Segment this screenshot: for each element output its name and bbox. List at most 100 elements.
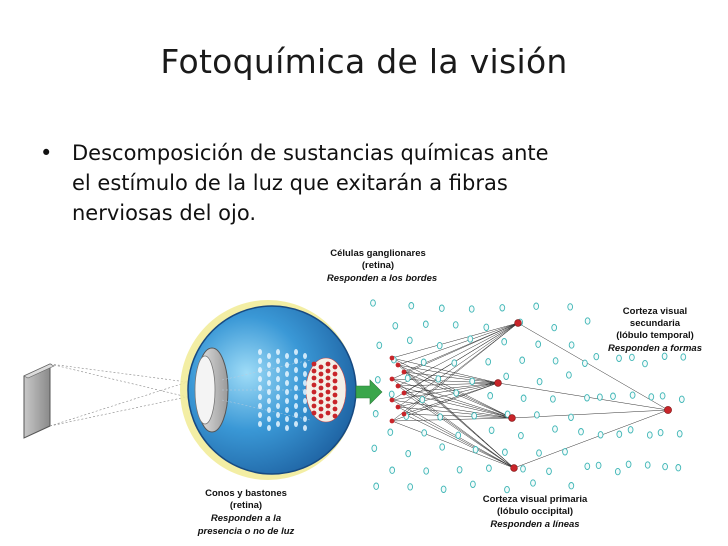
network-cell	[518, 431, 524, 440]
eye-cell	[267, 398, 271, 404]
network-cell	[371, 444, 378, 452]
eye-cell	[294, 385, 298, 391]
network-link	[391, 322, 519, 422]
label-secondary-cortex: Corteza visual secundaria (lóbulo tempor…	[608, 306, 702, 354]
source-node	[389, 397, 395, 403]
network-link	[403, 371, 515, 469]
network-cell	[659, 392, 666, 400]
network-link	[513, 409, 669, 469]
network-cell	[501, 338, 508, 346]
retina-dot	[318, 364, 324, 370]
retina-dot	[318, 399, 324, 405]
eye-cell	[276, 358, 280, 364]
network-cell	[530, 479, 536, 487]
network-cell	[629, 353, 635, 362]
retina-dot	[325, 396, 331, 402]
eye-cell	[258, 376, 262, 382]
network-cell	[405, 449, 412, 458]
network-cell	[625, 460, 632, 468]
eye-cell	[285, 407, 289, 413]
network-cell	[374, 376, 381, 384]
label-receptors: Conos y bastones (retina) Responden a la…	[197, 488, 295, 537]
hub-node	[494, 379, 502, 387]
source-node	[389, 418, 395, 424]
label-primary-cortex: Corteza visual primaria (lóbulo occipita…	[483, 494, 588, 530]
network-cell	[644, 461, 651, 469]
network-cell	[550, 395, 556, 403]
bullet-line-1: Descomposición de sustancias químicas an…	[72, 141, 549, 165]
network-cell	[503, 372, 510, 380]
receptors-line-2: (retina)	[230, 500, 262, 511]
eye-cell	[267, 389, 271, 395]
source-node	[395, 383, 401, 389]
network-cell	[646, 431, 653, 439]
eye-cell	[285, 380, 289, 386]
network-link	[397, 385, 515, 469]
network-cell	[406, 336, 413, 344]
eye-cell	[258, 358, 262, 364]
eye-cell	[303, 353, 307, 359]
network-cell	[452, 321, 459, 329]
network-cell	[502, 448, 508, 456]
retina-dot	[325, 389, 331, 395]
receptors-line-4: presencia o no de luz	[197, 526, 295, 537]
retina-dot	[318, 378, 324, 384]
network-link	[391, 378, 515, 469]
network-cell	[520, 394, 527, 402]
retina-dot	[311, 361, 317, 367]
network-link	[397, 322, 519, 366]
network-link	[397, 382, 499, 387]
eye-cell	[303, 380, 307, 386]
network-cell	[678, 395, 685, 403]
network-cell	[504, 485, 510, 494]
network-cell	[597, 393, 603, 401]
network-cell	[629, 391, 636, 399]
network-cell	[661, 352, 668, 360]
network-cell	[546, 467, 552, 475]
network-link	[517, 322, 669, 411]
retina-dot	[311, 389, 317, 395]
primary-line-3: Responden a líneas	[490, 519, 579, 530]
network-cell	[657, 428, 664, 437]
network-cell	[595, 461, 602, 470]
network-link	[403, 382, 499, 394]
network-cell	[627, 426, 634, 434]
retina-dot	[318, 392, 324, 398]
network-cell	[439, 443, 446, 451]
primary-line-2: (lóbulo occipital)	[497, 506, 573, 517]
network-cell	[642, 359, 648, 368]
network-cell	[451, 359, 458, 367]
ganglion-line-1: Células ganglionares	[330, 248, 426, 259]
network-link	[397, 385, 513, 419]
network-link	[403, 392, 515, 469]
network-cell	[387, 428, 394, 436]
source-node	[401, 369, 407, 375]
network-link	[391, 357, 499, 384]
network-cell	[675, 464, 682, 472]
network-link	[391, 399, 513, 419]
network-cell	[389, 466, 396, 474]
eye-cell	[303, 407, 307, 413]
network-cell	[467, 335, 474, 343]
retina-dot	[318, 371, 324, 377]
network-cells	[370, 299, 687, 494]
bullet-text: Descomposición de sustancias químicas an…	[72, 138, 680, 228]
eye-cell	[276, 412, 280, 418]
network-cell	[488, 426, 495, 434]
network-cell	[456, 466, 463, 474]
network-cell	[536, 449, 542, 457]
network-cell	[469, 377, 476, 385]
retina-dot	[311, 410, 317, 416]
retina-dot	[311, 382, 317, 388]
eye-cell	[294, 358, 298, 364]
bullet-item: • Descomposición de sustancias químicas …	[40, 138, 680, 228]
network-cell	[568, 482, 575, 490]
network-cell	[422, 320, 429, 328]
neural-network	[370, 299, 687, 494]
eye-cell	[294, 394, 298, 400]
eye-cell	[285, 416, 289, 422]
retina-dot	[318, 413, 324, 419]
source-node	[401, 411, 407, 417]
hub-node	[514, 319, 522, 327]
network-link	[403, 392, 513, 419]
